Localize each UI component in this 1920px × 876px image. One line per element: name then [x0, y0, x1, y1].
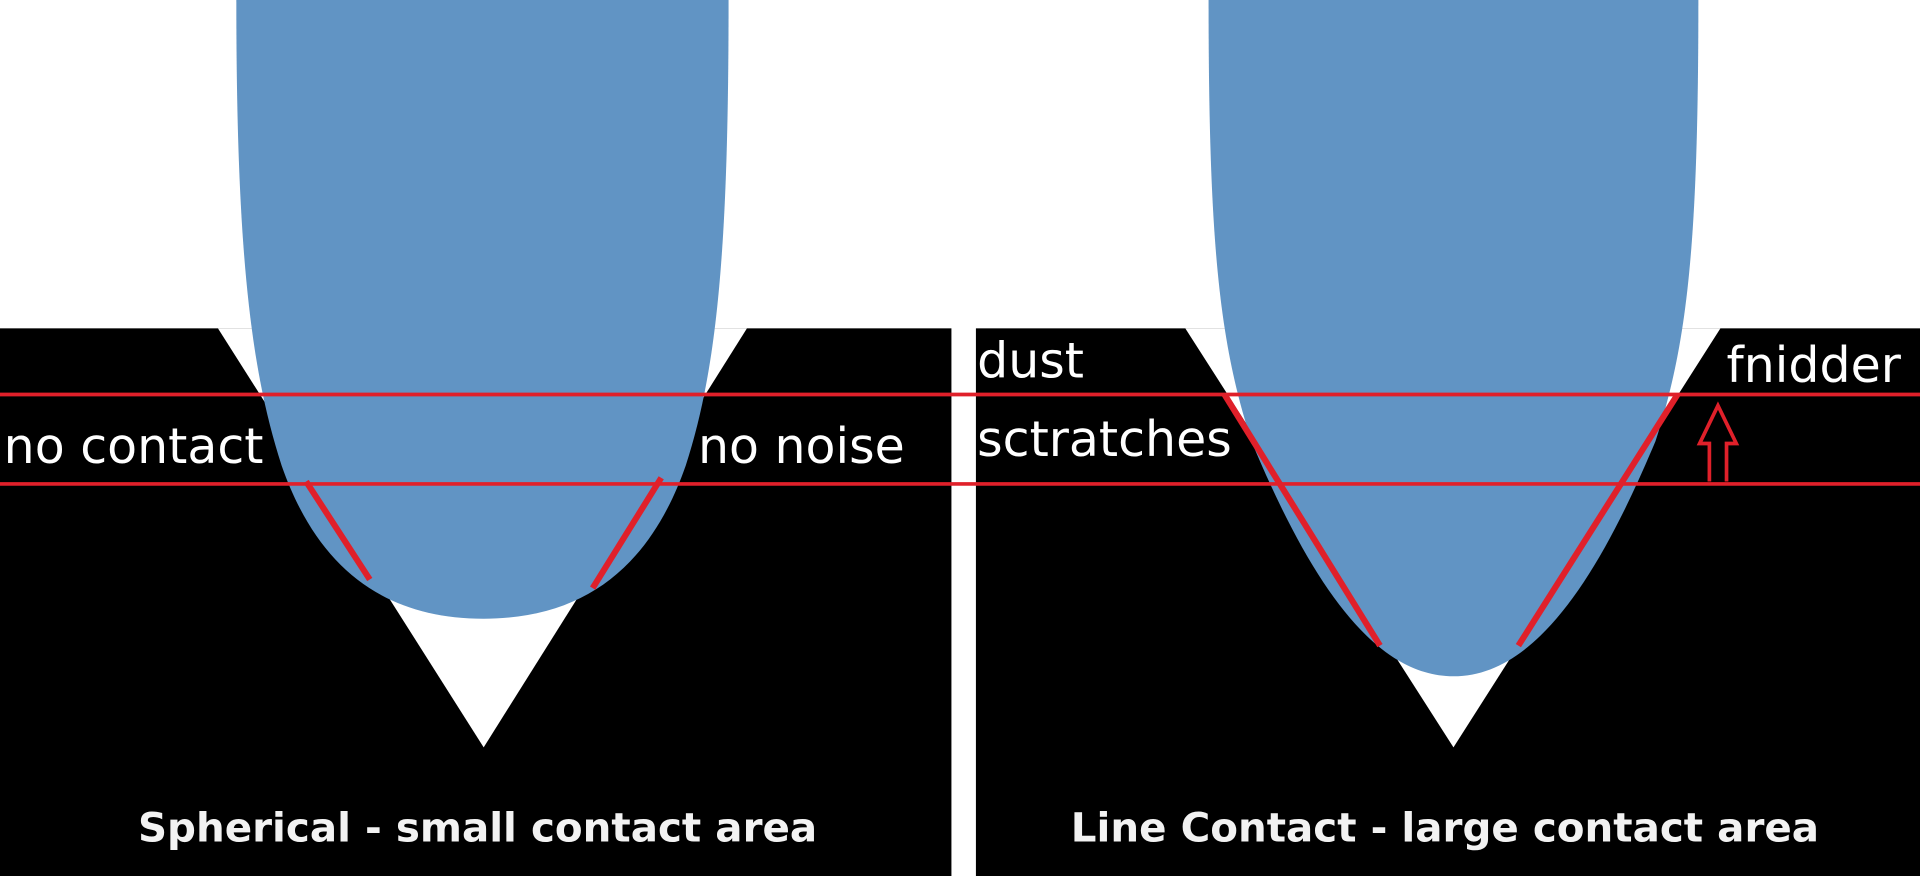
contact-line-right-b	[1515, 392, 1681, 648]
contact-line-right-a	[1221, 392, 1383, 648]
label-scratches: sctratches	[977, 411, 1232, 468]
label-no-noise: no noise	[698, 418, 905, 475]
contact-line-left-a	[303, 479, 373, 582]
spherical-stylus	[236, 0, 729, 619]
contact-line-left-b	[590, 476, 664, 590]
label-no-contact: no contact	[4, 418, 264, 475]
spherical-panel: no contact no noise Spherical - small co…	[0, 0, 952, 876]
line-contact-panel: dust sctratches fnidder Line Contact - l…	[975, 0, 1920, 876]
label-dust: dust	[977, 332, 1084, 389]
line-contact-stylus	[1208, 0, 1699, 677]
caption-line-contact: Line Contact - large contact area	[1071, 804, 1819, 852]
label-fnidder: fnidder	[1727, 337, 1902, 394]
up-arrow-icon	[1696, 401, 1740, 482]
caption-spherical: Spherical - small contact area	[138, 804, 817, 852]
